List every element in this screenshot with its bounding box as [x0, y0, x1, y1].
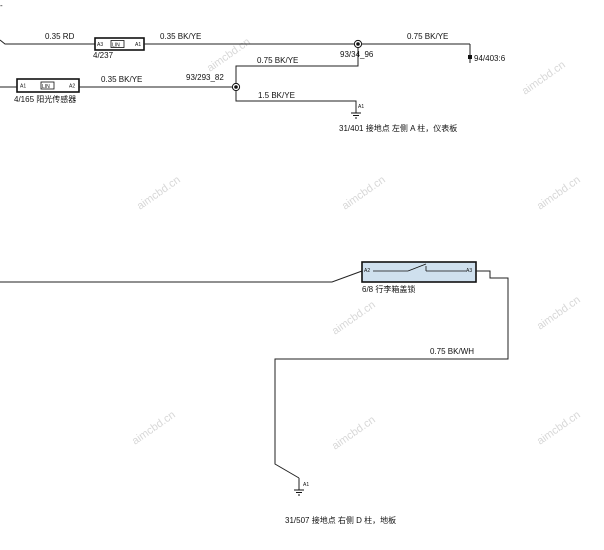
- watermark: aimcbd.cn: [135, 174, 183, 213]
- component-4-165-symbol: LIN: [42, 84, 50, 90]
- watermark: aimcbd.cn: [535, 174, 583, 213]
- splice-dot-icon: [356, 42, 360, 46]
- ground-31-507-pin: A1: [303, 482, 309, 488]
- switch-contact-icon: [373, 263, 466, 272]
- connector-pin-icon: [468, 55, 472, 59]
- lin-symbol-icon: [110, 40, 125, 48]
- component-4-237-pin-right: A1: [135, 42, 141, 48]
- watermark: aimcbd.cn: [330, 414, 378, 453]
- splice-dot-icon: [234, 85, 238, 89]
- splice-93-293-82-label: 93/293_82: [186, 73, 224, 82]
- watermark: aimcbd.cn: [130, 409, 178, 448]
- wire-top-rd: [0, 39, 95, 45]
- watermark: aimcbd.cn: [205, 36, 253, 75]
- component-4-237: LIN A3 A1 4/237: [93, 37, 145, 60]
- component-4-237-label: 4/237: [93, 51, 114, 60]
- switch-6-8-box: [361, 261, 477, 283]
- component-4-165-pin-left: A1: [20, 84, 26, 90]
- wire-bkwh: [274, 270, 509, 479]
- watermark: aimcbd.cn: [340, 174, 388, 213]
- wire-label-bkwh: 0.75 BK/WH: [430, 347, 474, 356]
- switch-6-8-label: 6/8 行李箱盖锁: [362, 284, 415, 294]
- wire-label-c-bkye-15: 1.5 BK/YE: [258, 91, 295, 100]
- ground-31-401-pin: A1: [358, 104, 364, 110]
- component-4-237-pin-left: A3: [97, 42, 103, 48]
- wire-label-a-bkye-2: 0.75 BK/YE: [407, 32, 448, 41]
- watermark: aimcbd.cn: [535, 409, 583, 448]
- switch-6-8-pin-left: A2: [364, 268, 370, 274]
- component-4-165: LIN A1 A2 4/165 阳光传感器: [14, 78, 80, 104]
- watermark: aimcbd.cn: [535, 294, 583, 333]
- watermark: aimcbd.cn: [520, 59, 568, 98]
- component-4-165-label: 4/165 阳光传感器: [14, 94, 76, 104]
- splice-93-34-96: 93/34_96: [340, 39, 374, 59]
- wire-label-b-bkye: 0.35 BK/YE: [101, 75, 142, 84]
- ground-31-401-label: 31/401 接地点 左侧 A 柱，仪表板: [339, 123, 457, 133]
- ground-31-507: A1 31/507 接地点 右侧 D 柱，地板: [285, 478, 396, 525]
- ground-icon: [294, 489, 304, 496]
- switch-6-8: A2 A3 6/8 行李箱盖锁: [361, 261, 477, 294]
- wire-label-a-bkye-1: 0.35 BK/YE: [160, 32, 201, 41]
- splice-93-293-82: 93/293_82: [186, 73, 241, 92]
- connector-94-403-6-label: 94/403:6: [474, 54, 506, 63]
- ground-31-507-label: 31/507 接地点 右侧 D 柱，地板: [285, 515, 396, 525]
- wire-c-bkye-075: [235, 47, 359, 84]
- wire-label-c-bkye-075: 0.75 BK/YE: [257, 56, 298, 65]
- wire-label-top-rd: 0.35 RD: [45, 32, 75, 41]
- lin-symbol-icon: [40, 81, 55, 90]
- watermark-layer: aimcbd.cn aimcbd.cn aimcbd.cn aimcbd.cn …: [130, 36, 583, 453]
- splice-93-34-96-label: 93/34_96: [340, 50, 374, 59]
- watermark: aimcbd.cn: [330, 299, 378, 338]
- ground-31-401: A1 31/401 接地点 左侧 A 柱，仪表板: [339, 104, 457, 133]
- wire-switch-in: [0, 270, 363, 283]
- switch-6-8-pin-right: A3: [466, 268, 472, 274]
- connector-94-403-6: 94/403:6: [468, 44, 506, 63]
- component-4-165-pin-right: A2: [69, 84, 75, 90]
- wire-top-end-marker: -: [0, 1, 3, 10]
- ground-icon: [351, 112, 361, 119]
- wire-c-bkye-15: [235, 90, 357, 113]
- component-4-237-symbol: LIN: [112, 43, 120, 49]
